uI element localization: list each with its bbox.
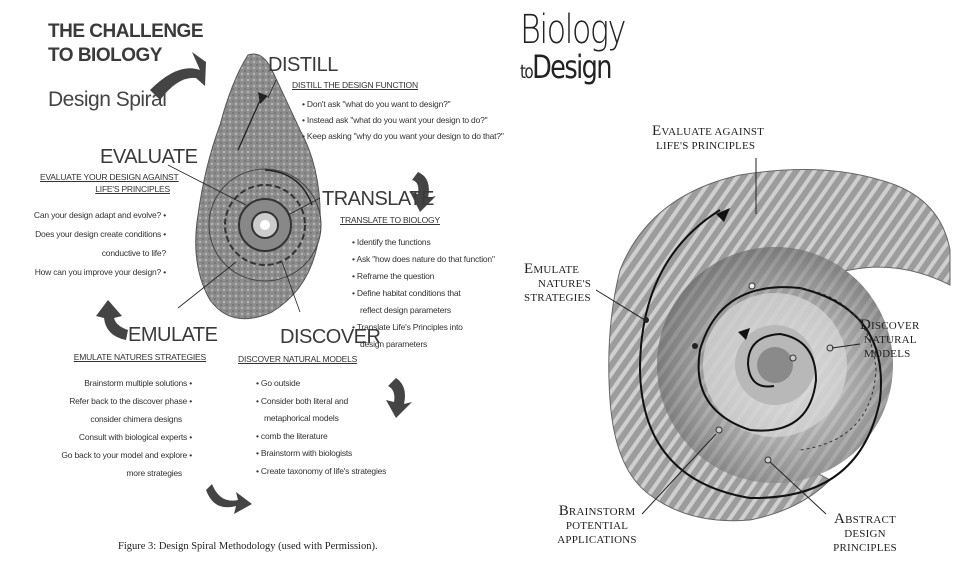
list-item: • Identify the functions: [352, 234, 495, 251]
abstract-initial: A: [834, 511, 845, 527]
list-item: • Reframe the question: [352, 268, 495, 285]
abstract-line3: PRINCIPLES: [818, 541, 912, 555]
list-item: conductive to life?: [4, 244, 166, 263]
list-item: metaphorical models: [256, 410, 386, 428]
evaluate-subheading-1: EVALUATE YOUR DESIGN AGAINST: [40, 172, 170, 182]
right-title-to: to: [520, 61, 532, 83]
right-label-emulate: EMULATE NATURE'S STRATEGIES: [524, 262, 591, 305]
discover-line2: NATURAL: [860, 333, 920, 347]
evaluate-subheading-2: LIFE'S PRINCIPLES: [40, 184, 170, 194]
translate-subheading: TRANSLATE TO BIOLOGY: [340, 215, 440, 225]
right-title: Biology toDesign: [520, 10, 651, 89]
list-item: reflect design parameters: [352, 302, 495, 319]
list-item: • Consider both literal and: [256, 393, 386, 411]
brainstorm-line3: APPLICATIONS: [544, 533, 650, 547]
brainstorm-line2: POTENTIAL: [544, 519, 650, 533]
list-item: consider chimera designs: [14, 410, 192, 428]
distill-heading: DISTILL: [268, 54, 338, 77]
emulate-line3: STRATEGIES: [524, 291, 591, 305]
list-item: Consult with biological experts •: [14, 428, 192, 446]
list-item: • Don't ask "what do you want to design?…: [302, 96, 504, 112]
discover-word: ISCOVER: [871, 320, 919, 332]
discover-heading: DISCOVER: [280, 326, 380, 349]
list-item: Brainstorm multiple solutions •: [14, 374, 192, 392]
evaluate-word: VALUATE AGAINST: [661, 126, 764, 138]
discover-list: • Go outside • Consider both literal and…: [256, 375, 386, 480]
evaluate-list: Can your design adapt and evolve? • Does…: [4, 206, 166, 282]
emulate-heading: EMULATE: [128, 324, 217, 347]
emulate-word: MULATE: [533, 264, 579, 276]
emulate-subheading: EMULATE NATURES STRATEGIES: [60, 352, 206, 362]
arrow-bottom-icon: [206, 484, 252, 514]
right-label-brainstorm: BRAINSTORM POTENTIAL APPLICATIONS: [544, 504, 650, 547]
list-item: Does your design create conditions •: [4, 225, 166, 244]
right-title-line1: Biology: [520, 10, 625, 50]
list-item: • Instead ask "what do you want your des…: [302, 112, 504, 128]
right-label-abstract: ABSTRACT DESIGN PRINCIPLES: [818, 512, 912, 555]
right-title-design: Design: [532, 48, 611, 86]
list-item: • Brainstorm with biologists: [256, 445, 386, 463]
figure-caption: Figure 3: Design Spiral Methodology (use…: [118, 541, 378, 552]
discover-subheading: DISCOVER NATURAL MODELS: [238, 354, 357, 364]
curved-arrow-icon: [150, 52, 206, 100]
abstract-word: BSTRACT: [845, 514, 896, 526]
list-item: • comb the literature: [256, 428, 386, 446]
evaluate-line2: LIFE'S PRINCIPLES: [652, 139, 764, 153]
abstract-line2: DESIGN: [818, 527, 912, 541]
brainstorm-word: RAINSTORM: [569, 506, 635, 518]
distill-list: • Don't ask "what do you want to design?…: [302, 96, 504, 144]
emulate-initial: E: [524, 261, 533, 277]
arrow-emulate-icon: [96, 300, 128, 340]
right-label-evaluate: EVALUATE AGAINST LIFE'S PRINCIPLES: [652, 124, 764, 153]
list-item: • Ask "how does nature do that function": [352, 251, 495, 268]
list-item: • Create taxonomy of life's strategies: [256, 463, 386, 481]
discover-initial: D: [860, 317, 871, 333]
emulate-line2: NATURE'S: [524, 277, 591, 291]
arrow-discover-icon: [386, 378, 412, 418]
list-item: • Define habitat conditions that: [352, 285, 495, 302]
translate-heading: TRANSLATE: [322, 188, 434, 211]
evaluate-initial: E: [652, 123, 661, 139]
list-item: Can your design adapt and evolve? •: [4, 206, 166, 225]
discover-line3: MODELS: [860, 347, 920, 361]
emulate-list: Brainstorm multiple solutions • Refer ba…: [14, 374, 192, 482]
list-item: Refer back to the discover phase •: [14, 392, 192, 410]
list-item: Go back to your model and explore •: [14, 446, 192, 464]
list-item: How can you improve your design? •: [4, 263, 166, 282]
right-label-discover: DISCOVER NATURAL MODELS: [860, 318, 920, 361]
list-item: more strategies: [14, 464, 192, 482]
brainstorm-initial: B: [559, 503, 569, 519]
right-title-line2: toDesign: [520, 50, 625, 89]
list-item: • Go outside: [256, 375, 386, 393]
distill-subheading: DISTILL THE DESIGN FUNCTION: [292, 80, 418, 90]
list-item: • Keep asking "why do you want your desi…: [302, 128, 504, 144]
evaluate-heading: EVALUATE: [100, 146, 198, 169]
